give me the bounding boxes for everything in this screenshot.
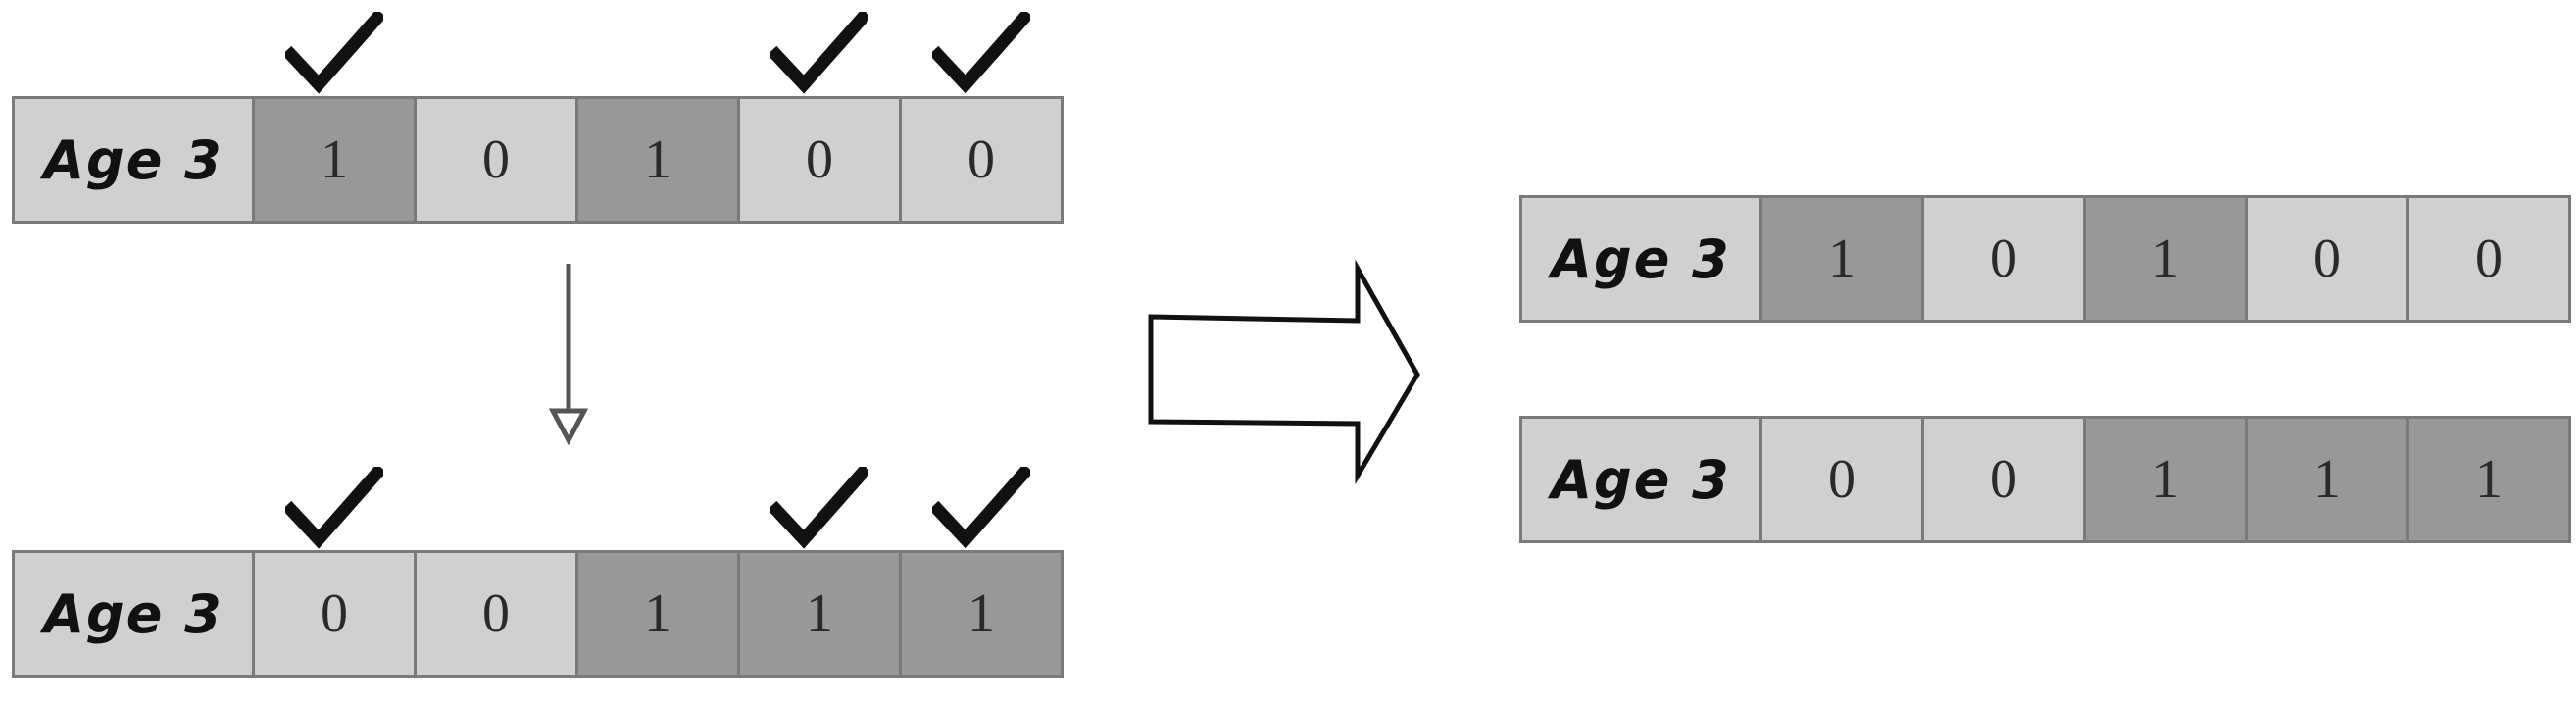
bit-cell: 1 (2406, 416, 2571, 543)
bit-cell: 0 (1759, 416, 1924, 543)
bit-cell: 0 (414, 550, 578, 678)
row-label: Age 3 (1519, 416, 1762, 543)
check-icon (932, 467, 1030, 549)
bit-cell: 1 (575, 550, 740, 678)
check-icon (285, 12, 383, 94)
bit-cell: 0 (2406, 195, 2571, 323)
check-icon (770, 467, 868, 549)
bit-cell: 0 (899, 96, 1064, 224)
bit-cell: 0 (1921, 416, 2086, 543)
down-arrow-icon (548, 264, 589, 446)
bit-cell: 1 (252, 96, 417, 224)
bit-cell: 0 (737, 96, 902, 224)
block-arrow-icon (1148, 259, 1420, 485)
row-label: Age 3 (12, 550, 255, 678)
row-label: Age 3 (1519, 195, 1762, 323)
bit-cell: 0 (1921, 195, 2086, 323)
bit-cell: 0 (252, 550, 417, 678)
bit-cell: 1 (1759, 195, 1924, 323)
check-icon (285, 467, 383, 549)
bit-cell: 1 (2083, 416, 2248, 543)
check-icon (770, 12, 868, 94)
bit-cell: 1 (899, 550, 1064, 678)
row-label: Age 3 (12, 96, 255, 224)
bit-cell: 0 (414, 96, 578, 224)
bit-cell: 1 (737, 550, 902, 678)
bit-cell: 0 (2245, 195, 2409, 323)
bit-cell: 1 (2083, 195, 2248, 323)
check-icon (932, 12, 1030, 94)
bit-cell: 1 (2245, 416, 2409, 543)
bit-cell: 1 (575, 96, 740, 224)
